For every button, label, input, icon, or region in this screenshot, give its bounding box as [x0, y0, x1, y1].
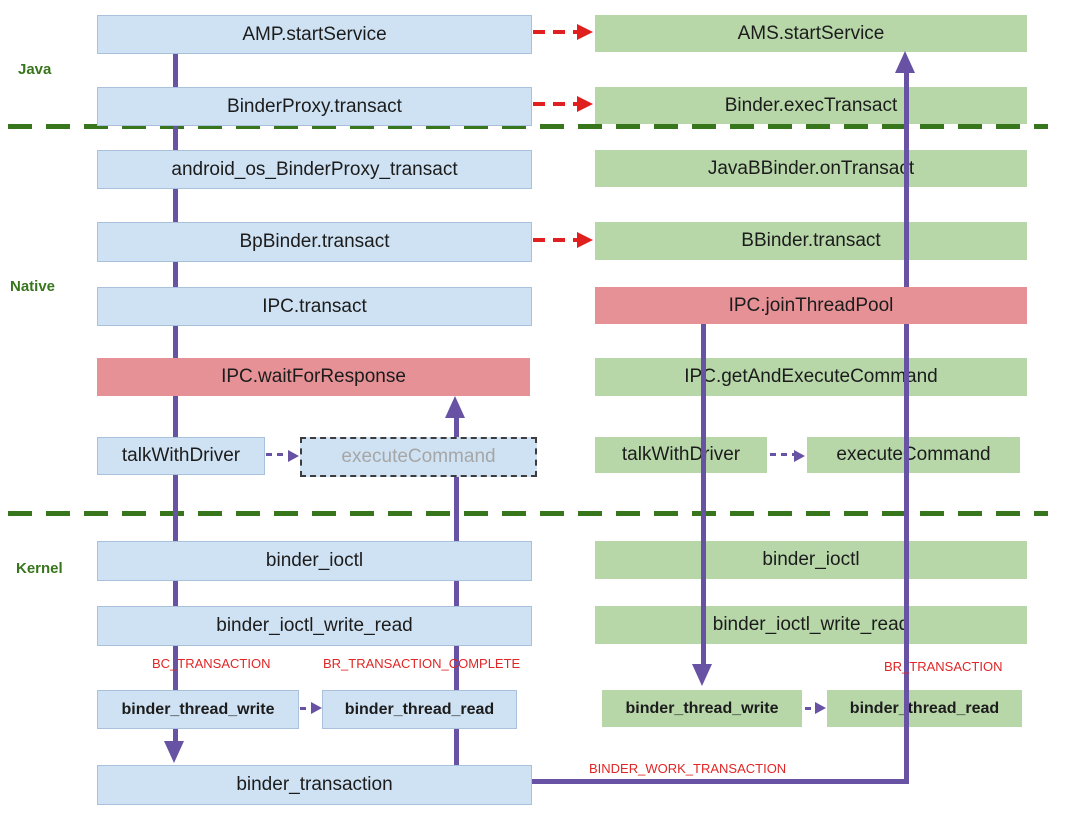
node-ipc-jointhreadpool: IPC.joinThreadPool [595, 287, 1027, 324]
node-binder-thread-read-server: binder_thread_read [827, 690, 1022, 727]
dashed-arrow-write-to-read-right-head-icon [815, 702, 826, 714]
node-bpbinder-transact: BpBinder.transact [97, 222, 532, 262]
dashed-arrow-talk-to-exec-left-head-icon [288, 450, 299, 462]
node-binder-ioctl-write-read-server: binder_ioctl_write_read [595, 606, 1027, 644]
server-down-arrowhead-icon [692, 664, 712, 686]
node-amp-startservice: AMP.startService [97, 15, 532, 54]
node-ipc-waitforresponse: IPC.waitForResponse [97, 358, 530, 396]
layer-label-java: Java [18, 61, 52, 78]
client-down-flow-line [173, 52, 178, 743]
label-bc-transaction: BC_TRANSACTION [152, 656, 271, 671]
node-executecommand-server: executeCommand [807, 437, 1020, 473]
node-ipc-transact: IPC.transact [97, 287, 532, 326]
node-binder-transaction: binder_transaction [97, 765, 532, 805]
cross-arrow-binderproxy-to-exectransact [533, 102, 577, 106]
server-up-flow-line [904, 72, 909, 779]
node-talkwithdriver-server: talkWithDriver [595, 437, 767, 473]
layer-divider-java-native [8, 124, 1048, 129]
node-android-os-binderproxy-transact: android_os_BinderProxy_transact [97, 150, 532, 189]
client-up-arrowhead-icon [445, 396, 465, 418]
node-binderproxy-transact: BinderProxy.transact [97, 87, 532, 126]
cross-arrow-amp-to-ams [533, 30, 577, 34]
client-up-flow-line [454, 416, 459, 765]
dashed-arrow-talk-to-exec-right [770, 453, 794, 456]
node-executecommand-client: executeCommand [300, 437, 537, 477]
cross-arrow-bpbinder-to-bbinder-head-icon [577, 232, 593, 248]
client-down-arrowhead-icon [164, 741, 184, 763]
cross-arrow-amp-to-ams-head-icon [577, 24, 593, 40]
dashed-arrow-write-to-read-left [300, 707, 312, 710]
cross-arrow-binderproxy-to-exectransact-head-icon [577, 96, 593, 112]
node-talkwithdriver-client: talkWithDriver [97, 437, 265, 475]
dashed-arrow-talk-to-exec-right-head-icon [794, 450, 805, 462]
node-binder-thread-write-client: binder_thread_write [97, 690, 299, 729]
node-javabbinder-ontransact: JavaBBinder.onTransact [595, 150, 1027, 187]
node-binder-thread-write-server: binder_thread_write [602, 690, 802, 727]
label-binder-work-transaction: BINDER_WORK_TRANSACTION [589, 761, 787, 776]
node-binder-exectransact: Binder.execTransact [595, 87, 1027, 124]
label-br-transaction: BR_TRANSACTION [884, 659, 1003, 674]
binder-work-transaction-line [530, 779, 909, 784]
node-binder-ioctl-server: binder_ioctl [595, 541, 1027, 579]
dashed-arrow-talk-to-exec-left [266, 453, 288, 456]
server-up-arrowhead-icon [895, 51, 915, 73]
node-ams-startservice: AMS.startService [595, 15, 1027, 52]
layer-label-kernel: Kernel [16, 560, 63, 577]
cross-arrow-bpbinder-to-bbinder [533, 238, 577, 242]
dashed-arrow-write-to-read-left-head-icon [311, 702, 322, 714]
label-br-transaction-complete: BR_TRANSACTION_COMPLETE [323, 656, 521, 671]
layer-divider-native-kernel [8, 511, 1048, 516]
node-binder-ioctl-write-read-client: binder_ioctl_write_read [97, 606, 532, 646]
layer-label-native: Native [10, 278, 56, 295]
server-down-flow-line [701, 324, 706, 666]
node-binder-thread-read-client: binder_thread_read [322, 690, 517, 729]
node-ipc-getandexecutecommand: IPC.getAndExecuteCommand [595, 358, 1027, 396]
dashed-arrow-write-to-read-right [805, 707, 816, 710]
node-bbinder-transact: BBinder.transact [595, 222, 1027, 260]
node-binder-ioctl-client: binder_ioctl [97, 541, 532, 581]
